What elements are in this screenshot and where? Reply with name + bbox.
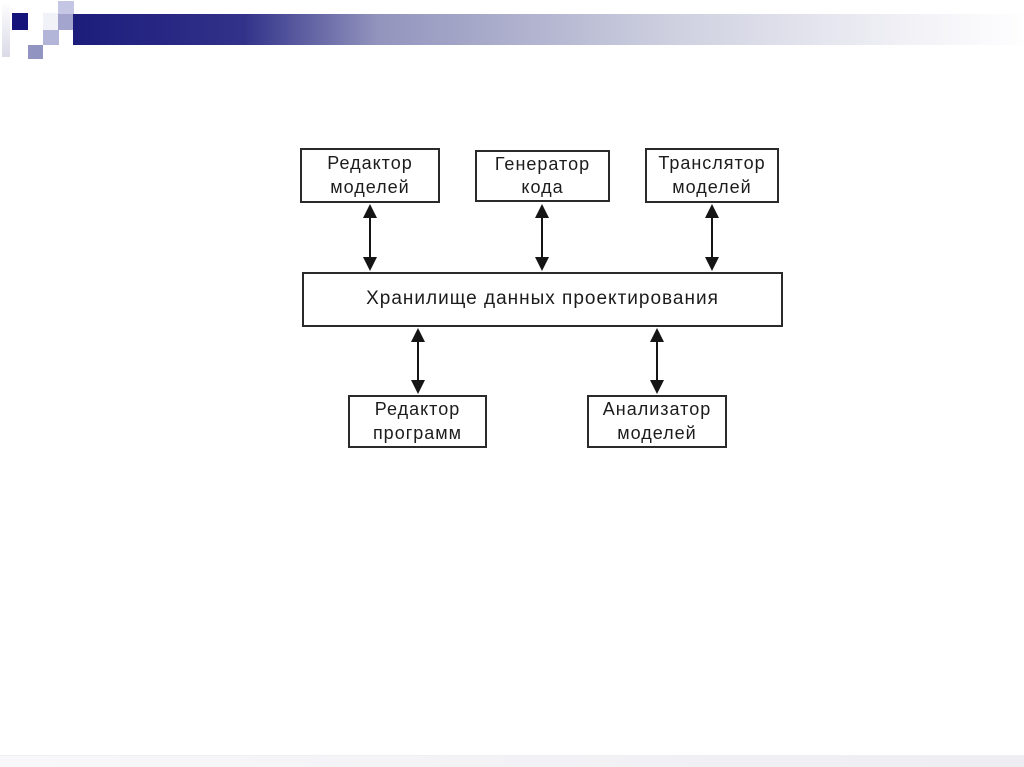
diagram-box-model-editor: Редактор моделей <box>300 148 440 203</box>
deco-square-lavender-mid <box>58 14 75 30</box>
arrow-down-icon <box>363 257 377 271</box>
arrow-shaft <box>541 214 543 261</box>
arrow-shaft <box>369 214 371 261</box>
diagram-box-design-data-storage: Хранилище данных проектирования <box>302 272 783 327</box>
deco-square-navy <box>12 13 28 30</box>
arrow-shaft <box>711 214 713 261</box>
double-arrow-storage-program-editor <box>411 328 425 394</box>
banner-gradient-bar <box>73 14 1024 45</box>
double-arrow-code-generator-storage <box>535 204 549 271</box>
deco-square-pale <box>43 13 59 30</box>
arrow-up-icon <box>650 328 664 342</box>
top-banner <box>0 0 1024 60</box>
arrow-down-icon <box>411 380 425 394</box>
arrow-down-icon <box>705 257 719 271</box>
diagram-box-program-editor: Редактор программ <box>348 395 487 448</box>
diagram-box-model-analyzer: Анализатор моделей <box>587 395 727 448</box>
double-arrow-model-editor-storage <box>363 204 377 271</box>
arrow-up-icon <box>705 204 719 218</box>
arrow-up-icon <box>535 204 549 218</box>
arrow-up-icon <box>363 204 377 218</box>
diagram-box-model-translator: Транслятор моделей <box>645 148 779 203</box>
double-arrow-model-translator-storage <box>705 204 719 271</box>
deco-square-lavender-2 <box>43 30 59 45</box>
diagram-box-code-generator: Генератор кода <box>475 150 610 202</box>
arrow-up-icon <box>411 328 425 342</box>
deco-square-lavender-3 <box>28 45 43 59</box>
double-arrow-storage-model-analyzer <box>650 328 664 394</box>
arrow-shaft <box>417 338 419 384</box>
deco-strip <box>2 4 10 57</box>
deco-square-lavender-top <box>58 1 74 14</box>
bottom-strip <box>0 755 1024 767</box>
arrow-down-icon <box>535 257 549 271</box>
arrow-shaft <box>656 338 658 384</box>
arrow-down-icon <box>650 380 664 394</box>
